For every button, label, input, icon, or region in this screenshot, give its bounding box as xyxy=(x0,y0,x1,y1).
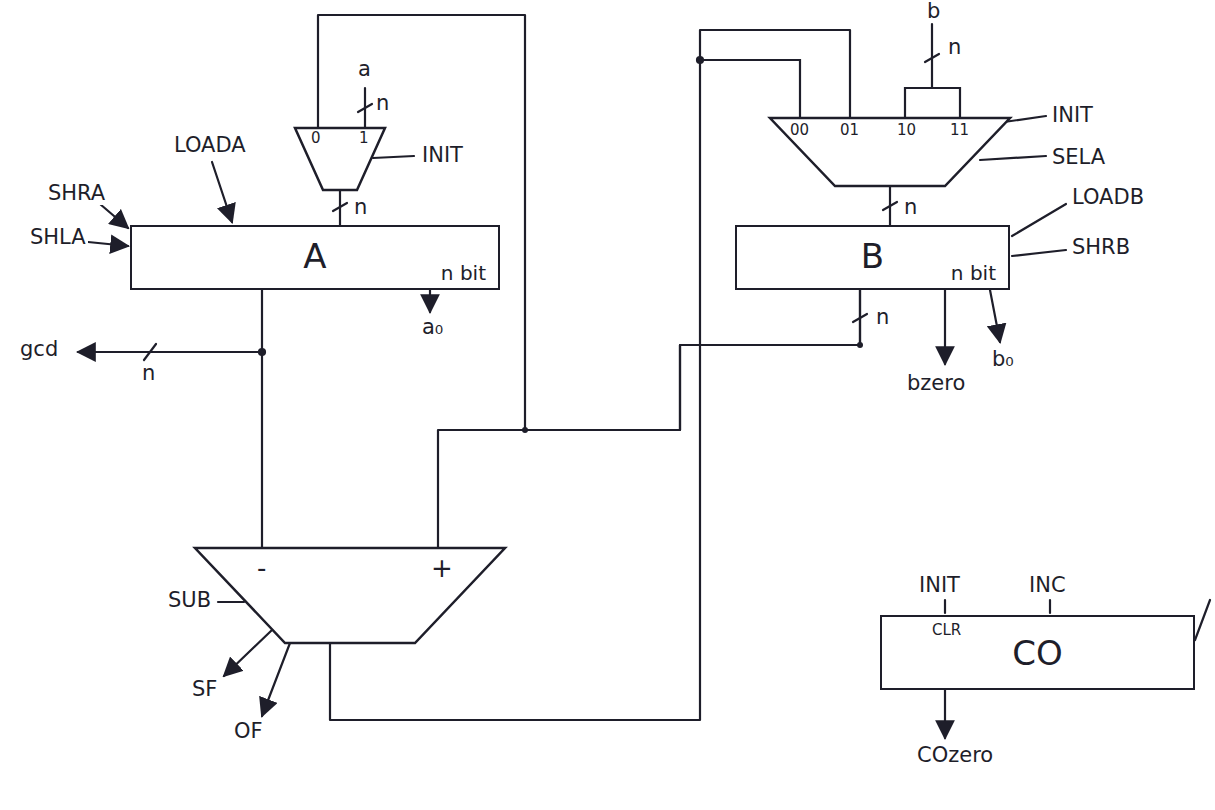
node-text: 1 xyxy=(359,130,369,147)
multiplexer: 00 01 10 11 xyxy=(770,118,1010,186)
flag-wire xyxy=(262,643,290,716)
control-wire xyxy=(218,601,244,603)
control-wire xyxy=(100,204,128,228)
node-text: - xyxy=(257,554,266,583)
data-bus xyxy=(438,290,860,548)
node-text: + xyxy=(431,554,453,583)
signal-label: b xyxy=(925,0,942,23)
signal-label: SF xyxy=(190,678,219,701)
signal-label: INIT xyxy=(917,574,962,597)
bus-width-tick xyxy=(333,203,347,211)
data-bus xyxy=(261,290,263,548)
input-wire xyxy=(931,24,933,88)
signal-label: LOADA xyxy=(172,134,248,157)
adder-subtractor: -+ xyxy=(195,548,505,643)
control-wire xyxy=(1012,204,1066,236)
bus-width-tick xyxy=(144,344,156,360)
register-box: Bn bit xyxy=(735,225,1010,290)
node-text: n bit xyxy=(951,262,996,284)
signal-label: n xyxy=(140,362,157,385)
node-text: 10 xyxy=(897,122,916,139)
signal-label: OF xyxy=(232,720,265,743)
node-text: n bit xyxy=(441,262,486,284)
signal-label: SHRB xyxy=(1070,236,1132,259)
trapezoid-outline xyxy=(195,548,505,643)
signal-label: n xyxy=(874,306,891,329)
signal-label: gcd xyxy=(18,338,60,361)
signal-label: a₀ xyxy=(420,316,445,339)
signal-label: SUB xyxy=(166,589,213,612)
signal-label: INIT xyxy=(420,144,465,167)
node-text: CLR xyxy=(932,622,961,639)
signal-label: n xyxy=(946,36,963,59)
trapezoid-outline xyxy=(295,128,385,190)
junction-dot xyxy=(522,427,528,433)
node-text: 01 xyxy=(840,122,859,139)
node-text: CO xyxy=(1012,635,1063,672)
signal-label: b₀ xyxy=(990,348,1016,371)
signal-label: LOADB xyxy=(1070,186,1146,209)
bus-width-tick xyxy=(925,54,939,62)
signal-label: INC xyxy=(1027,574,1068,597)
output-wire xyxy=(944,690,946,738)
node-text: 00 xyxy=(790,122,809,139)
bus-width-tick xyxy=(358,104,372,112)
trapezoid-outline xyxy=(295,128,385,190)
counter-box: CLR CO xyxy=(880,615,1195,690)
control-wire xyxy=(1195,600,1210,640)
register-box: An bit xyxy=(130,225,500,290)
junction-dot xyxy=(857,342,863,348)
signal-label: SHLA xyxy=(28,226,88,249)
bus-width-tick xyxy=(883,202,897,210)
signal-label: INIT xyxy=(1050,104,1095,127)
output-wire xyxy=(990,290,1000,342)
signal-label: n xyxy=(374,92,391,115)
node-text: B xyxy=(861,238,884,275)
flag-wire xyxy=(224,630,272,676)
trapezoid-outline xyxy=(195,548,505,643)
signal-label: COzero xyxy=(915,744,995,767)
output-wire xyxy=(78,351,262,353)
node-text: A xyxy=(303,238,326,275)
control-wire xyxy=(212,162,232,222)
signal-label: a xyxy=(356,58,373,81)
input-wire xyxy=(905,88,960,118)
junction-dot xyxy=(697,57,703,63)
control-wire xyxy=(980,156,1046,160)
control-wire xyxy=(944,600,946,613)
node-text: 0 xyxy=(311,130,321,147)
control-wire xyxy=(1012,250,1066,256)
bus-width-tick xyxy=(853,314,867,322)
junction-dot xyxy=(259,349,265,355)
input-wire xyxy=(700,60,800,118)
signal-label: bzero xyxy=(905,372,967,395)
node-text: 11 xyxy=(950,122,969,139)
control-wire xyxy=(88,242,128,246)
trapezoid-outline xyxy=(770,118,1010,186)
signal-label: SHRA xyxy=(46,182,107,205)
data-bus xyxy=(318,15,860,430)
output-wire xyxy=(429,290,431,312)
signal-label: n xyxy=(352,196,369,219)
output-wire xyxy=(944,290,946,364)
control-wire xyxy=(373,156,414,158)
signal-label: n xyxy=(902,196,919,219)
control-wire xyxy=(1049,600,1051,613)
signal-label: SELA xyxy=(1050,146,1107,169)
multiplexer: 01 xyxy=(295,128,385,190)
